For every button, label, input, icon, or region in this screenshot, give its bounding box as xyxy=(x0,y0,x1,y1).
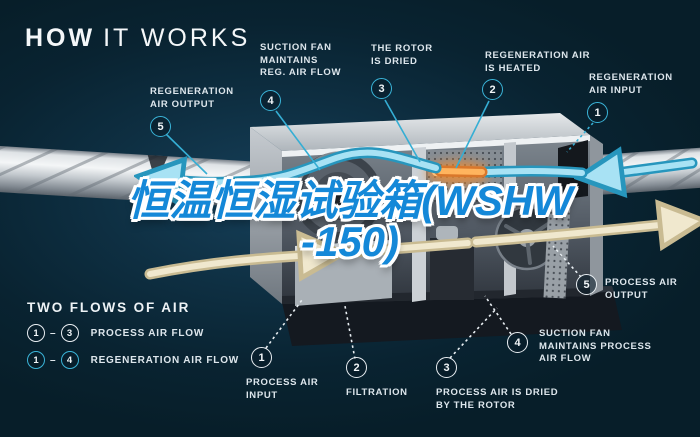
callout-filtration-number: 2 xyxy=(346,357,367,378)
process-air-flow-arrow xyxy=(144,222,690,274)
callout-filtration-label: FILTRATION xyxy=(346,387,408,398)
legend-process-start-badge: 1 xyxy=(27,324,45,342)
legend-regen-label: REGENERATION AIR FLOW xyxy=(90,354,240,366)
divider-panel-left xyxy=(412,147,426,302)
title-light: IT WORKS xyxy=(103,24,251,52)
callout-rotor-dried-number: 3 xyxy=(371,78,392,99)
callout-regen-output-number: 5 xyxy=(150,116,171,137)
flows-legend: TWO FLOWS OF AIR 1 – 3 PROCESS AIR FLOW … xyxy=(27,300,239,369)
legend-process-dash: – xyxy=(50,327,56,339)
callout-suction-process-number: 4 xyxy=(507,332,528,353)
regeneration-air-flow-arrow xyxy=(152,153,698,183)
callout-process-output-label: PROCESS AIR OUTPUT xyxy=(605,277,678,301)
callout-regen-heated-label: REGENERATION AIR IS HEATED xyxy=(485,50,591,74)
legend-regen-end-badge: 4 xyxy=(60,351,79,369)
product-overlay-title: 恒温恒湿试验箱(WSHW -150) xyxy=(0,177,700,265)
legend-regen-start-badge: 1 xyxy=(27,351,45,369)
callout-regen-input-label: REGENERATION AIR INPUT xyxy=(589,72,673,96)
legend-title: TWO FLOWS OF AIR xyxy=(27,300,191,315)
callout-suction-regen-number: 4 xyxy=(260,90,281,111)
leader-lines-regeneration xyxy=(165,99,594,175)
callout-suction-regen-label: SUCTION FAN MAINTAINS REG. AIR FLOW xyxy=(260,42,342,79)
legend-regen-dash: – xyxy=(50,354,56,366)
left-spiral-duct xyxy=(0,145,256,208)
legend-process-end-badge: 3 xyxy=(60,324,79,342)
leader-lines-process xyxy=(265,245,582,360)
callout-regen-heated-number: 2 xyxy=(482,79,503,100)
callout-process-output-number: 5 xyxy=(576,274,597,295)
callout-process-dried-label: PROCESS AIR IS DRIED BY THE ROTOR xyxy=(436,387,559,411)
callout-suction-process-label: SUCTION FAN MAINTAINS PROCESS AIR FLOW xyxy=(539,328,652,365)
legend-row-process: 1 – 3 PROCESS AIR FLOW xyxy=(27,324,239,342)
legend-process-label: PROCESS AIR FLOW xyxy=(90,327,205,339)
callout-process-input-label: PROCESS AIR INPUT xyxy=(246,377,319,401)
title-bold: HOW xyxy=(25,24,96,52)
overlay-line1: 恒温恒湿试验箱(WSHW xyxy=(127,177,573,224)
callout-rotor-dried-label: THE ROTOR IS DRIED xyxy=(371,43,433,67)
callout-process-input-number: 1 xyxy=(251,347,272,368)
callout-process-dried-number: 3 xyxy=(436,357,457,378)
overlay-line2: -150) xyxy=(300,218,400,265)
legend-row-regeneration: 1 – 4 REGENERATION AIR FLOW xyxy=(27,351,239,369)
process-blower-drum xyxy=(294,151,382,240)
callout-regen-output-label: REGENERATION AIR OUTPUT xyxy=(150,86,234,110)
callout-regen-input-number: 1 xyxy=(587,102,608,123)
